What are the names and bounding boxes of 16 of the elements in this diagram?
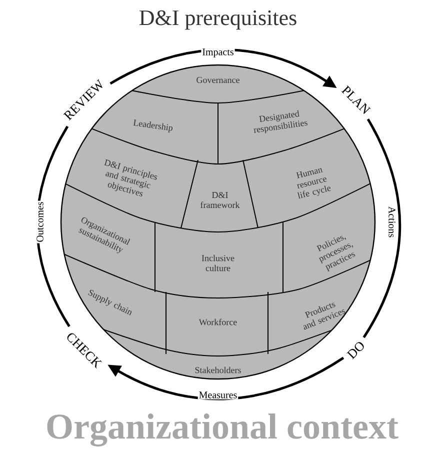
puzzle-piece-label: Governance bbox=[196, 76, 240, 84]
edge-label: Outcomes bbox=[36, 200, 44, 244]
puzzle-piece-label: Designated responsibilities bbox=[254, 110, 308, 134]
puzzle-piece-label: Leadership bbox=[133, 120, 172, 132]
puzzle-piece-label: D&I framework bbox=[200, 192, 240, 208]
edge-label: Actions bbox=[388, 205, 396, 239]
title: D&I prerequisites bbox=[140, 10, 296, 30]
puzzle-piece-label: D&I principles and strategic objectives bbox=[104, 159, 158, 196]
puzzle-piece-label: Human resource life cycle bbox=[296, 168, 331, 199]
puzzle-piece-label: Workforce bbox=[198, 318, 237, 326]
puzzle-piece-label: Inclusive culture bbox=[202, 254, 234, 272]
edge-label: Impacts bbox=[201, 48, 235, 58]
context-label: Organizational context bbox=[47, 414, 398, 446]
cycle-stage-label: DO bbox=[346, 342, 364, 360]
edge-label: Measures bbox=[198, 390, 238, 400]
puzzle-piece-label: Stakeholders bbox=[195, 366, 241, 374]
